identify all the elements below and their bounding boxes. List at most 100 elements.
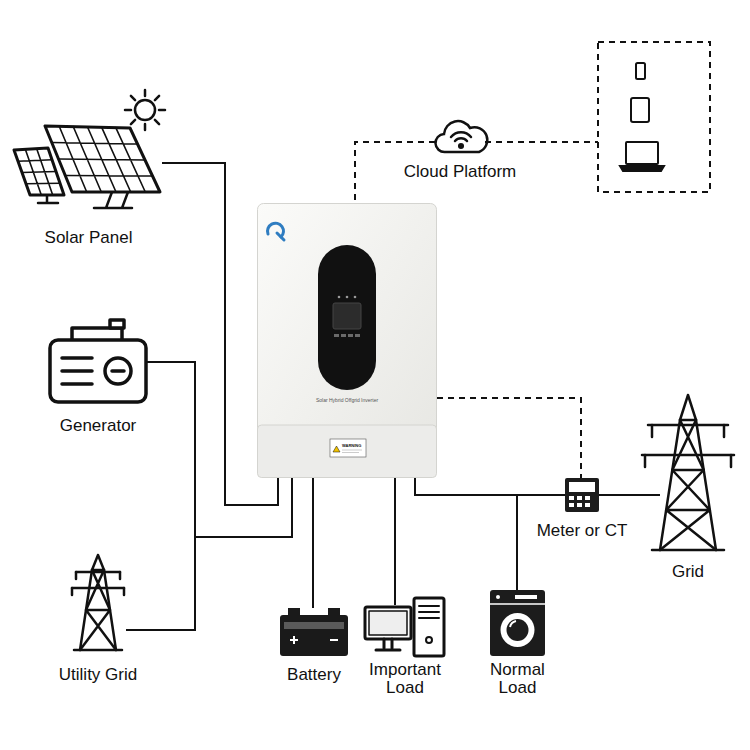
meter-icon	[585, 503, 590, 507]
network-link	[485, 141, 598, 143]
solar-panel-icon	[45, 126, 160, 192]
meter-icon	[569, 496, 574, 500]
generator-icon	[105, 358, 131, 384]
washing-machine-icon	[490, 590, 545, 656]
component-label: Grid	[672, 562, 704, 582]
component-label: Solar Panel	[45, 228, 133, 248]
status-led	[354, 296, 357, 299]
meter-icon	[585, 496, 590, 500]
washing-machine-icon	[490, 590, 545, 656]
utility-tower-icon	[80, 570, 116, 650]
grid-tower-icon	[660, 420, 716, 550]
computer-icon	[365, 598, 444, 656]
component-label: Meter or CT	[537, 521, 628, 541]
cloud-icon	[435, 121, 487, 152]
cloud-platform: Cloud Platform	[435, 112, 485, 152]
connector-group	[126, 142, 660, 630]
washing-machine-icon	[515, 595, 537, 599]
grid-tower-icon	[645, 425, 731, 467]
grid-tower-icon	[680, 395, 696, 420]
cloud-icon	[435, 121, 487, 152]
solar-panel-icon	[18, 149, 60, 195]
sun-icon	[125, 90, 165, 130]
grid-tower-icon	[642, 425, 734, 455]
utility-tower-icon	[92, 555, 104, 570]
devices-group	[620, 166, 664, 171]
battery-icon	[328, 608, 340, 616]
washing-machine-icon	[501, 613, 535, 647]
computer-icon	[369, 611, 407, 635]
meter-icon	[569, 482, 595, 492]
inverter-unit: Solar Hybrid Offgrid InverterWARNING	[257, 203, 437, 478]
status-led	[346, 296, 349, 299]
generator: Generator	[50, 318, 146, 405]
solar-panel-icon	[14, 126, 160, 208]
devices-group	[598, 42, 710, 192]
grid: Grid	[660, 395, 716, 550]
inverter-window	[318, 245, 376, 390]
utility-tower-icon	[74, 649, 122, 652]
sun-icon	[125, 90, 165, 130]
power-wire	[599, 494, 660, 496]
control-button	[334, 334, 339, 337]
battery-icon	[290, 636, 338, 644]
brand-logo	[267, 223, 283, 237]
computer-icon	[365, 607, 411, 639]
component-label: Normal Load	[473, 661, 563, 697]
devices-group	[598, 42, 710, 192]
power-wire	[394, 478, 396, 605]
inverter-body	[257, 203, 437, 478]
washing-machine-icon	[496, 595, 500, 599]
control-button	[341, 334, 346, 337]
control-button	[348, 334, 353, 337]
warning-sticker	[330, 439, 366, 457]
utility-tower-icon	[72, 555, 124, 650]
meter-icon	[569, 503, 574, 507]
model-text: Solar Hybrid Offgrid Inverter	[316, 397, 378, 403]
power-wire	[415, 478, 565, 495]
meter-icon	[577, 503, 582, 507]
normal-load: Normal Load	[490, 590, 545, 656]
meter-ct: Meter or CT	[565, 478, 599, 512]
washing-machine-icon	[510, 621, 516, 627]
warning-text: WARNING	[342, 443, 361, 448]
component-label: Cloud Platform	[404, 162, 516, 182]
solar-panel-icon	[94, 192, 132, 208]
cloud-icon	[451, 132, 471, 141]
grid-tower-icon	[652, 549, 724, 552]
inverter-housing	[258, 204, 437, 478]
brand-logo	[277, 233, 284, 240]
generator-icon	[62, 358, 92, 384]
generator-icon	[50, 340, 146, 402]
devices-group	[636, 63, 645, 79]
battery: Battery	[280, 608, 348, 656]
component-label: Battery	[287, 665, 341, 685]
control-button	[355, 334, 360, 337]
grid-tower-icon	[642, 395, 734, 550]
computer-icon	[414, 598, 444, 656]
battery-icon	[280, 615, 348, 656]
utility-tower-icon	[80, 570, 116, 650]
generator-icon	[112, 369, 124, 373]
power-wire	[312, 478, 314, 608]
devices-group	[631, 98, 649, 122]
generator-icon	[110, 320, 124, 328]
sun-icon	[135, 100, 155, 120]
warning-triangle	[333, 446, 340, 452]
meter-icon	[577, 496, 582, 500]
utility-grid: Utility Grid	[70, 555, 126, 650]
warning-fineprint	[342, 450, 362, 453]
battery-icon	[284, 622, 344, 629]
data-link	[437, 398, 581, 478]
status-led	[338, 296, 341, 299]
devices-group	[626, 142, 658, 164]
generator-icon	[72, 328, 122, 340]
meter-icon	[565, 478, 599, 512]
computer-icon	[426, 637, 432, 643]
component-label: Generator	[60, 416, 137, 436]
grid-tower-icon	[660, 420, 716, 550]
power-wire	[126, 478, 292, 630]
inverter-lower-panel	[258, 425, 437, 478]
cloud-icon	[459, 144, 463, 148]
